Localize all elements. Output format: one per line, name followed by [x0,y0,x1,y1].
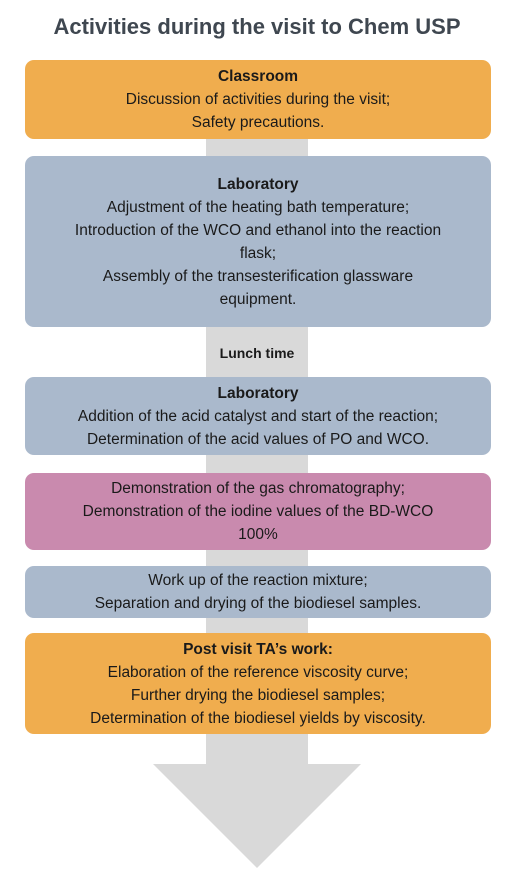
block-line: Adjustment of the heating bath temperatu… [106,198,410,216]
block-line: Demonstration of the iodine values of th… [82,503,434,520]
block-line: Work up of the reaction mixture; [148,572,368,589]
block-heading: Laboratory [217,384,299,402]
block-line: Introduction of the WCO and ethanol into… [74,221,442,239]
block-line: Demonstration of the gas chromatography; [111,480,405,497]
block-heading: Classroom [217,68,299,85]
block-line: Addition of the acid catalyst and start … [77,407,439,425]
laboratory-block-1: Laboratory Adjustment of the heating bat… [25,156,491,327]
post-visit-block: Post visit TA’s work: Elaboration of the… [25,633,491,734]
block-line: Discussion of activities during the visi… [125,91,391,108]
classroom-block: Classroom Discussion of activities durin… [25,60,491,139]
block-line: 100% [238,526,278,543]
block-line: Further drying the biodiesel samples; [130,686,386,704]
block-heading: Post visit TA’s work: [183,640,333,658]
down-arrow-icon [153,764,361,868]
demonstration-block: Demonstration of the gas chromatography;… [25,473,491,550]
block-line: Elaboration of the reference viscosity c… [107,663,409,681]
block-line: Separation and drying of the biodiesel s… [94,595,422,612]
workup-block: Work up of the reaction mixture; Separat… [25,566,491,618]
laboratory-block-2: Laboratory Addition of the acid catalyst… [25,377,491,455]
block-line: Safety precautions. [191,114,325,131]
block-line: Determination of the biodiesel yields by… [90,709,426,727]
block-line: equipment. [219,290,297,308]
diagram-title: Activities during the visit to Chem USP [53,14,461,39]
block-line: Determination of the acid values of PO a… [86,430,430,448]
lunch-time-label: Lunch time [219,345,295,361]
block-line: Assembly of the transesterification glas… [102,267,414,285]
block-line: flask; [239,244,277,262]
block-heading: Laboratory [217,175,299,193]
